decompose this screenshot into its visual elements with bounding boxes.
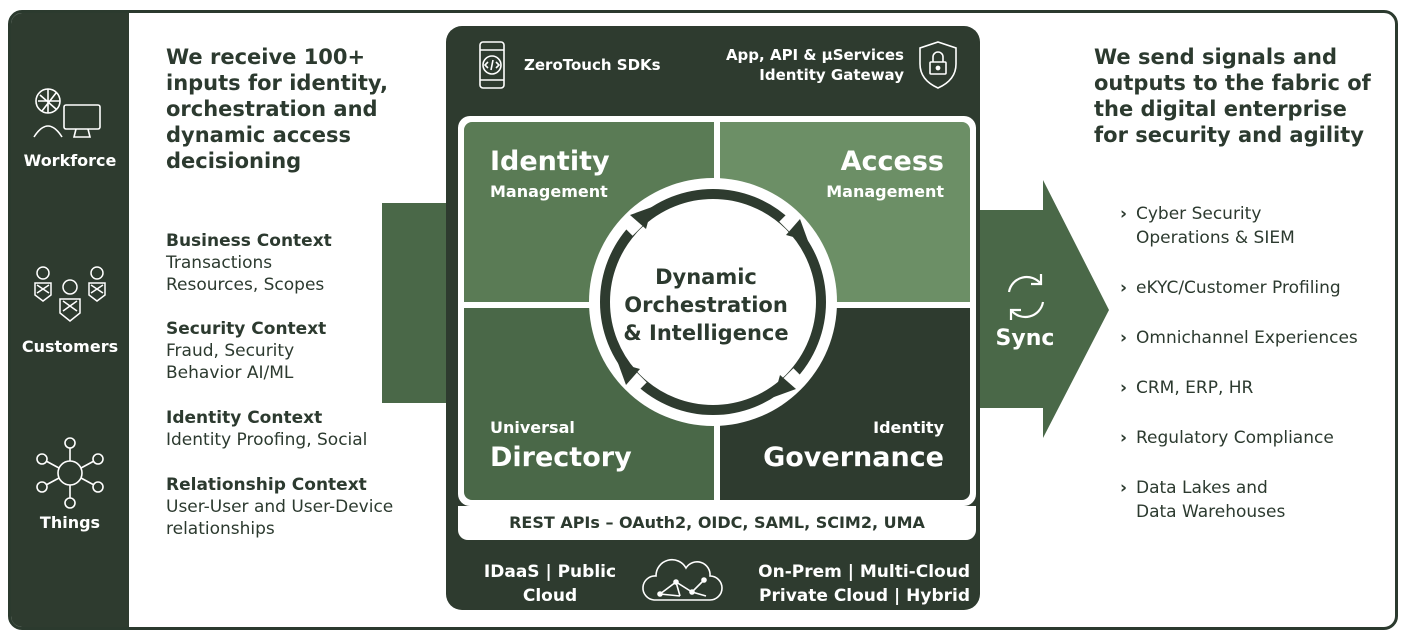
sync-label: Sync — [995, 326, 1055, 351]
list-item: › Cyber Security Operations & SIEM — [1120, 202, 1380, 250]
chevron-right-icon: › — [1120, 278, 1128, 298]
orchestration-hub: Dynamic Orchestration & Intelligence — [616, 263, 796, 347]
context-title: Business Context — [166, 231, 332, 251]
hub-line: Dynamic — [655, 265, 757, 289]
workforce-icon — [33, 88, 101, 138]
inputs-title: We receive 100+ inputs for identity, orc… — [166, 45, 388, 173]
sidebar-item-customers: Customers — [11, 265, 129, 356]
context-title: Identity Context — [166, 408, 323, 428]
deploy-line: Private Cloud | Hybrid — [759, 586, 970, 606]
quadrant-title: Access — [840, 146, 944, 177]
quadrant-subtitle: Management — [490, 182, 608, 201]
quadrant-title: Governance — [763, 442, 944, 473]
output-line: Operations & SIEM — [1136, 228, 1295, 248]
list-item: › Omnichannel Experiences — [1120, 326, 1380, 350]
list-item: › Data Lakes and Data Warehouses — [1120, 476, 1380, 524]
identity-context: Identity Context Identity Proofing, Soci… — [166, 407, 426, 451]
sync-icon — [1007, 274, 1045, 320]
context-line: Resources, Scopes — [166, 275, 325, 295]
gateway-line2: Identity Gateway — [759, 66, 904, 84]
mobile-sdk-icon — [479, 41, 505, 89]
output-arrow — [975, 180, 1109, 438]
sidebar-item-workforce: Workforce — [11, 83, 129, 170]
deploy-line: IDaaS | Public — [483, 562, 617, 582]
context-line: User-User and User-Device — [166, 497, 394, 517]
deploy-line: Cloud — [522, 586, 578, 606]
deployment-cloud: IDaaS | Public Cloud — [470, 560, 630, 608]
quadrant-subtitle: Identity — [873, 418, 944, 437]
chevron-right-icon: › — [1120, 378, 1128, 398]
sidebar-label-workforce: Workforce — [23, 151, 117, 170]
chevron-right-icon: › — [1120, 428, 1128, 448]
gateway-line1: App, API & µServices — [725, 46, 904, 64]
chevron-right-icon: › — [1120, 328, 1128, 348]
rest-apis-bar: REST APIs – OAuth2, OIDC, SAML, SCIM2, U… — [458, 506, 976, 540]
sidebar-item-things: Things — [11, 437, 129, 532]
things-icon — [36, 437, 104, 509]
chevron-right-icon: › — [1120, 478, 1128, 498]
business-context: Business Context Transactions Resources,… — [166, 230, 426, 296]
list-item: › CRM, ERP, HR — [1120, 376, 1380, 400]
quadrant-title: Identity — [490, 146, 610, 177]
output-line: Cyber Security — [1136, 204, 1262, 224]
context-line: relationships — [166, 519, 275, 539]
context-line: Fraud, Security — [166, 341, 295, 361]
deploy-line: On-Prem | Multi-Cloud — [758, 562, 970, 582]
list-item: › Regulatory Compliance — [1120, 426, 1380, 450]
context-line: Behavior AI/ML — [166, 363, 294, 383]
sdk-label: ZeroTouch SDKs — [524, 56, 661, 74]
sdk-header: ZeroTouch SDKs — [472, 40, 661, 90]
relationship-context: Relationship Context User-User and User-… — [166, 474, 426, 540]
context-title: Security Context — [166, 319, 327, 339]
input-sources-sidebar: Workforce Customers — [11, 13, 129, 627]
cloud-network-icon — [642, 558, 723, 601]
output-line: Data Warehouses — [1136, 502, 1286, 522]
customers-icon — [34, 266, 106, 322]
output-line: CRM, ERP, HR — [1136, 378, 1254, 398]
context-title: Relationship Context — [166, 475, 367, 495]
output-line: Regulatory Compliance — [1136, 428, 1334, 448]
quadrant-subtitle: Universal — [490, 418, 575, 437]
hub-line: & Intelligence — [623, 321, 789, 345]
output-line: Data Lakes and — [1136, 478, 1268, 498]
shield-lock-icon — [919, 41, 957, 89]
quadrant-subtitle: Management — [826, 182, 944, 201]
sidebar-label-things: Things — [39, 513, 101, 532]
gateway-header: App, API & µServices Identity Gateway — [726, 40, 960, 90]
list-item: › eKYC/Customer Profiling — [1120, 276, 1380, 300]
outputs-title: We send signals and outputs to the fabri… — [1094, 45, 1371, 147]
context-line: Transactions — [166, 253, 273, 273]
orchestration-cycle — [589, 178, 837, 426]
output-line: eKYC/Customer Profiling — [1136, 278, 1341, 298]
security-context: Security Context Fraud, Security Behavio… — [166, 318, 426, 384]
deployment-onprem: On-Prem | Multi-Cloud Private Cloud | Hy… — [730, 560, 970, 608]
sidebar-label-customers: Customers — [21, 337, 119, 356]
quadrant-title: Directory — [490, 442, 632, 473]
context-line: Identity Proofing, Social — [166, 430, 368, 450]
output-line: Omnichannel Experiences — [1136, 328, 1358, 348]
chevron-right-icon: › — [1120, 204, 1128, 224]
hub-line: Orchestration — [624, 293, 788, 317]
